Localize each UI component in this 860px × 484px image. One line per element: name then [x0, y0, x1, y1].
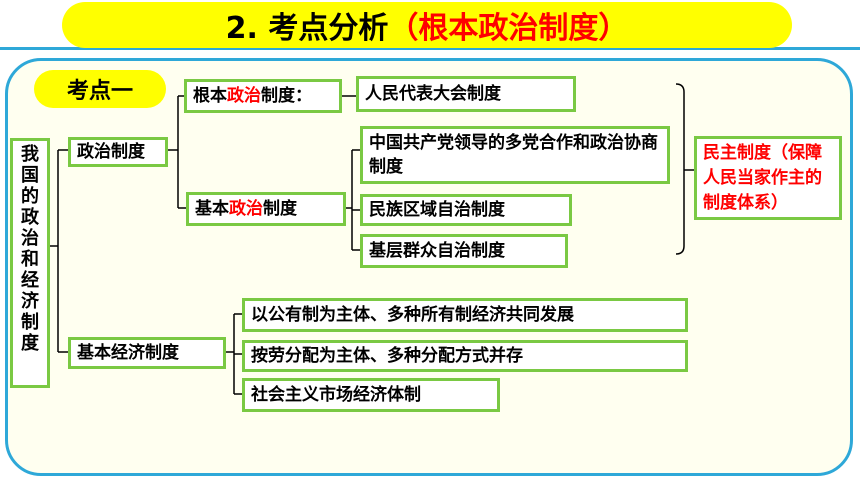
- basic-item-grassroots: 基层群众自治制度: [360, 234, 568, 268]
- fundamental-value-node: 人民代表大会制度: [356, 76, 576, 112]
- summary-node: 民主制度（保障人民当家作主的制度体系）: [694, 136, 842, 220]
- title-main: 2. 考点分析: [225, 11, 389, 46]
- economic-system-node: 基本经济制度: [68, 337, 226, 369]
- economic-item-distribution: 按劳分配为主体、多种分配方式并存: [242, 340, 688, 372]
- political-system-label: 政治制度: [77, 142, 145, 162]
- fundamental-value: 人民代表大会制度: [365, 84, 501, 104]
- basic-item-1: 民族区域自治制度: [369, 200, 505, 220]
- basic-political-node: 基本政治制度: [186, 192, 346, 226]
- basic-item-ethnic-autonomy: 民族区域自治制度: [360, 194, 572, 226]
- fundamental-political-node: 根本政治制度：: [184, 79, 342, 113]
- basic-item-2: 基层群众自治制度: [369, 241, 505, 261]
- fundamental-highlight: 政治: [227, 86, 261, 106]
- economic-item-0: 以公有制为主体、多种所有制经济共同发展: [251, 305, 574, 325]
- root-node: 我国的政治和经济制度: [10, 138, 50, 388]
- title-sub: （根本政治制度）: [388, 11, 629, 46]
- header-rule: [0, 47, 860, 50]
- economic-item-1: 按劳分配为主体、多种分配方式并存: [251, 346, 523, 366]
- basic-post: 制度: [263, 199, 297, 219]
- economic-system-label: 基本经济制度: [77, 343, 179, 363]
- fundamental-post: 制度：: [261, 86, 312, 106]
- title-banner: 2. 考点分析 （根本政治制度）: [62, 2, 792, 48]
- economic-item-market: 社会主义市场经济体制: [242, 378, 500, 412]
- political-system-node: 政治制度: [68, 137, 168, 167]
- economic-item-2: 社会主义市场经济体制: [251, 385, 421, 405]
- basic-item-cpc-cooperation: 中国共产党领导的多党合作和政治协商制度: [360, 126, 670, 184]
- fundamental-pre: 根本: [193, 86, 227, 106]
- basic-pre: 基本: [195, 199, 229, 219]
- summary-text: 民主制度（保障人民当家作主的制度体系）: [703, 142, 822, 213]
- basic-highlight: 政治: [229, 199, 263, 219]
- economic-item-ownership: 以公有制为主体、多种所有制经济共同发展: [242, 298, 688, 332]
- basic-item-0: 中国共产党领导的多党合作和政治协商制度: [369, 133, 658, 177]
- badge-kaodian-1: 考点一: [34, 70, 166, 108]
